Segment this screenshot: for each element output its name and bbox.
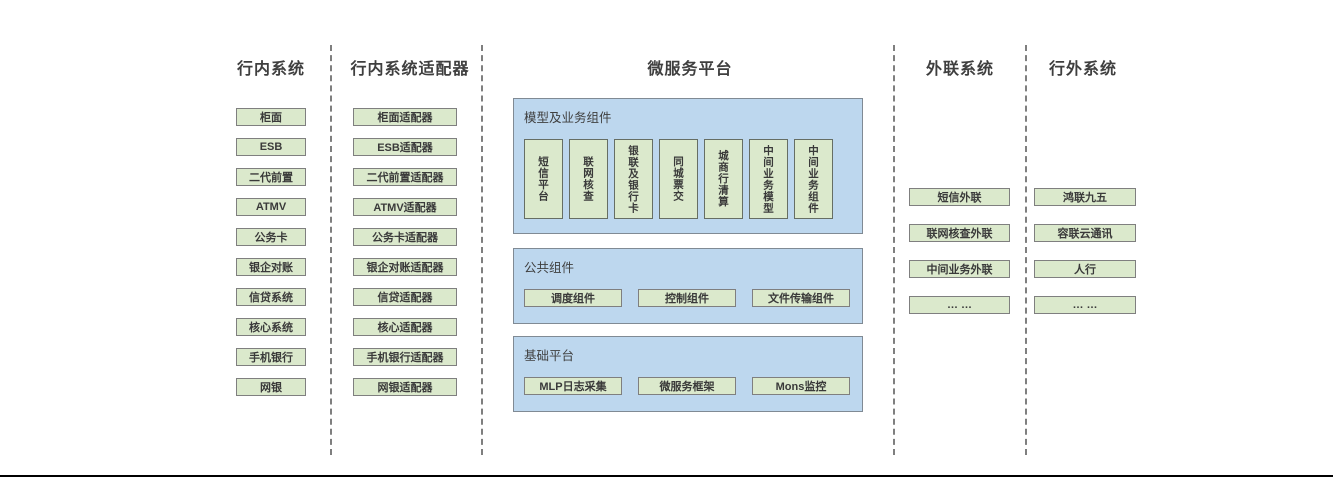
internal-system-box: 信贷系统 bbox=[236, 288, 306, 306]
internal-system-box: ATMV bbox=[236, 198, 306, 216]
adapter-box: 信贷适配器 bbox=[353, 288, 457, 306]
panel-title: 公共组件 bbox=[524, 261, 575, 275]
column-title-outreach-systems: 外联系统 bbox=[925, 61, 994, 78]
internal-system-box: 银企对账 bbox=[236, 258, 306, 276]
internal-system-box: 柜面 bbox=[236, 108, 306, 126]
adapter-box: 二代前置适配器 bbox=[353, 168, 457, 186]
base-platform-box: 微服务框架 bbox=[638, 377, 736, 395]
column-title-internal-systems: 行内系统 bbox=[236, 61, 305, 78]
base-platform-box: Mons监控 bbox=[752, 377, 850, 395]
common-components-panel: 公共组件 调度组件 控制组件 文件传输组件 bbox=[513, 248, 863, 324]
model-component-box: 城商行清算 bbox=[704, 139, 743, 219]
panel-title: 基础平台 bbox=[524, 349, 575, 363]
internal-system-box: 公务卡 bbox=[236, 228, 306, 246]
adapter-box: 公务卡适配器 bbox=[353, 228, 457, 246]
adapter-box: 银企对账适配器 bbox=[353, 258, 457, 276]
model-component-box: 中间业务模型 bbox=[749, 139, 788, 219]
internal-system-box: 网银 bbox=[236, 378, 306, 396]
common-component-box: 文件传输组件 bbox=[752, 289, 850, 307]
adapter-box: 手机银行适配器 bbox=[353, 348, 457, 366]
model-component-box: 银联及银行卡 bbox=[614, 139, 653, 219]
common-component-row: 调度组件 控制组件 文件传输组件 bbox=[524, 289, 850, 307]
internal-system-box: ESB bbox=[236, 138, 306, 156]
external-system-box: 容联云通讯 bbox=[1034, 224, 1136, 242]
outreach-system-box: 中间业务外联 bbox=[909, 260, 1010, 278]
outreach-system-box: … … bbox=[909, 296, 1010, 314]
model-component-box: 短信平台 bbox=[524, 139, 563, 219]
outreach-system-box: 短信外联 bbox=[909, 188, 1010, 206]
model-business-components-panel: 模型及业务组件 短信平台 联网核查 银联及银行卡 同城票交 城商行清算 中间业务… bbox=[513, 98, 863, 234]
divider-line bbox=[893, 45, 895, 455]
divider-line bbox=[330, 45, 332, 455]
internal-system-box: 核心系统 bbox=[236, 318, 306, 336]
base-platform-box: MLP日志采集 bbox=[524, 377, 622, 395]
column-title-external-systems: 行外系统 bbox=[1048, 61, 1117, 78]
external-system-box: 人行 bbox=[1034, 260, 1136, 278]
external-system-box: 鸿联九五 bbox=[1034, 188, 1136, 206]
model-component-box: 中间业务组件 bbox=[794, 139, 833, 219]
base-platform-row: MLP日志采集 微服务框架 Mons监控 bbox=[524, 377, 850, 395]
panel-title: 模型及业务组件 bbox=[524, 111, 612, 125]
adapter-box: 网银适配器 bbox=[353, 378, 457, 396]
divider-line bbox=[481, 45, 483, 455]
common-component-box: 控制组件 bbox=[638, 289, 736, 307]
adapter-box: 柜面适配器 bbox=[353, 108, 457, 126]
model-component-row: 短信平台 联网核查 银联及银行卡 同城票交 城商行清算 中间业务模型 中间业务组… bbox=[524, 139, 833, 219]
divider-line bbox=[1025, 45, 1027, 455]
base-platform-panel: 基础平台 MLP日志采集 微服务框架 Mons监控 bbox=[513, 336, 863, 412]
external-systems-list: 鸿联九五 容联云通讯 人行 … … bbox=[1034, 188, 1136, 314]
model-component-box: 同城票交 bbox=[659, 139, 698, 219]
adapter-list: 柜面适配器 ESB适配器 二代前置适配器 ATMV适配器 公务卡适配器 银企对账… bbox=[353, 108, 457, 396]
column-title-microservice-platform: 微服务平台 bbox=[647, 61, 733, 78]
external-system-box: … … bbox=[1034, 296, 1136, 314]
adapter-box: 核心适配器 bbox=[353, 318, 457, 336]
column-title-internal-adapters: 行内系统适配器 bbox=[350, 61, 470, 78]
bottom-rule bbox=[0, 475, 1333, 477]
outreach-system-box: 联网核查外联 bbox=[909, 224, 1010, 242]
internal-systems-list: 柜面 ESB 二代前置 ATMV 公务卡 银企对账 信贷系统 核心系统 手机银行… bbox=[236, 108, 306, 396]
adapter-box: ATMV适配器 bbox=[353, 198, 457, 216]
common-component-box: 调度组件 bbox=[524, 289, 622, 307]
internal-system-box: 二代前置 bbox=[236, 168, 306, 186]
outreach-systems-list: 短信外联 联网核查外联 中间业务外联 … … bbox=[909, 188, 1010, 314]
model-component-box: 联网核查 bbox=[569, 139, 608, 219]
adapter-box: ESB适配器 bbox=[353, 138, 457, 156]
internal-system-box: 手机银行 bbox=[236, 348, 306, 366]
